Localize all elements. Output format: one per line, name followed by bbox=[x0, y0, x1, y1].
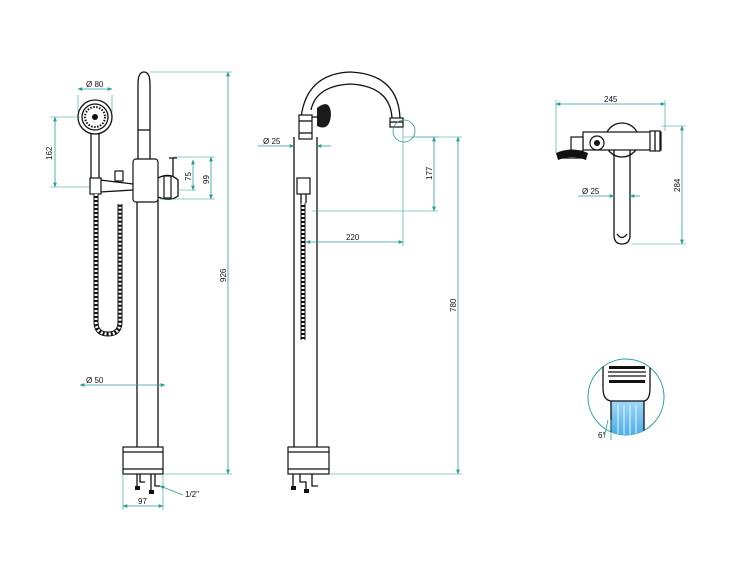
side-dimensions: Ø 25 177 220 780 bbox=[258, 128, 462, 475]
mixer-body bbox=[132, 158, 159, 203]
diverter-knob bbox=[114, 170, 124, 182]
dim-lever-99: 99 bbox=[202, 175, 211, 184]
front-view bbox=[77, 71, 179, 494]
diverter-arm bbox=[99, 179, 134, 193]
dim-lever-75: 75 bbox=[184, 172, 193, 181]
floor-base bbox=[122, 446, 164, 475]
dim-top-spout-diameter: Ø 25 bbox=[582, 187, 600, 196]
dim-spout-outlet-height: 780 bbox=[449, 298, 458, 312]
dim-total-height: 926 bbox=[219, 268, 228, 282]
side-view bbox=[287, 71, 416, 493]
dim-base-width: 97 bbox=[138, 497, 147, 506]
dim-spout-reach: 220 bbox=[346, 233, 360, 242]
top-view bbox=[556, 122, 662, 245]
dim-inlet-thread: 1/2" bbox=[185, 490, 199, 499]
aerator-detail-marker bbox=[392, 119, 416, 143]
side-base bbox=[287, 446, 330, 475]
top-dimensions: 245 284 Ø 25 bbox=[555, 95, 686, 245]
side-column bbox=[293, 137, 318, 447]
dim-handshower-diameter: Ø 80 bbox=[86, 80, 104, 89]
dim-handshower-height: 162 bbox=[45, 146, 54, 160]
dim-column-diameter: Ø 50 bbox=[86, 376, 104, 385]
dim-top-width: 245 bbox=[604, 95, 618, 104]
water-flow bbox=[611, 401, 644, 435]
handshower-holder bbox=[89, 177, 102, 195]
shower-pipe bbox=[137, 71, 151, 159]
dim-aerator-angle: 6° bbox=[598, 431, 606, 440]
handshower-head bbox=[77, 99, 113, 178]
top-spout bbox=[613, 150, 631, 245]
lever-handle bbox=[169, 157, 177, 176]
spout-outer bbox=[300, 71, 401, 119]
side-inlets bbox=[292, 474, 318, 490]
side-holder bbox=[296, 177, 311, 195]
side-lever bbox=[317, 104, 331, 128]
aerator-detail: 6° bbox=[587, 358, 665, 440]
spout-collar bbox=[298, 114, 313, 140]
column bbox=[136, 200, 159, 447]
inlet-pipes bbox=[136, 474, 160, 492]
dim-top-depth: 284 bbox=[673, 178, 682, 192]
shower-hose bbox=[93, 194, 123, 337]
dim-spout-drop: 177 bbox=[425, 166, 434, 180]
spout-inner bbox=[310, 83, 393, 119]
top-handshower bbox=[556, 136, 588, 160]
dim-spout-diameter: Ø 25 bbox=[263, 137, 281, 146]
front-dimensions: Ø 80 162 75 99 926 Ø 50 97 1/2" bbox=[45, 71, 232, 510]
